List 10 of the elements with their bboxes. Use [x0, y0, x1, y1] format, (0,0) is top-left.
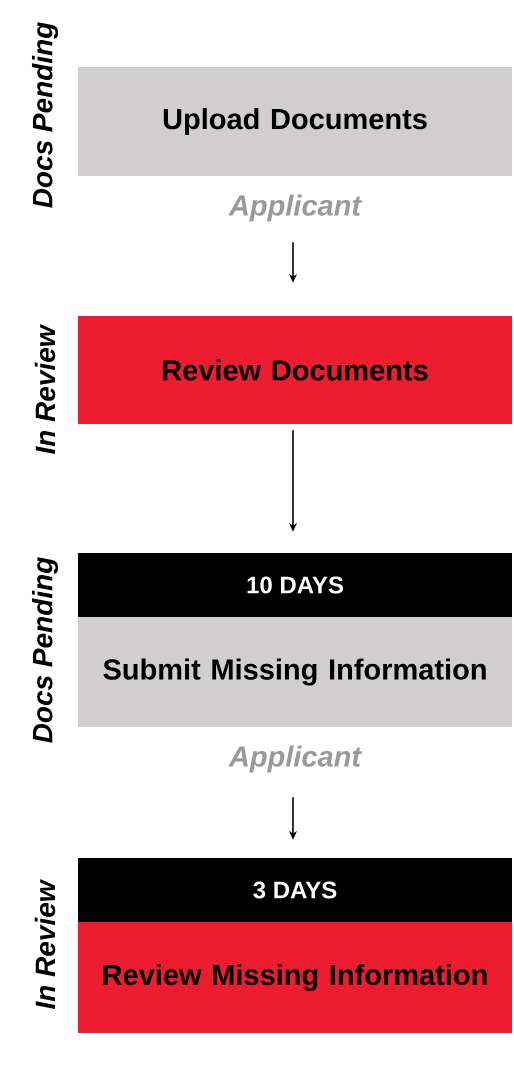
stage-label: In Review [34, 879, 56, 1010]
process-box: 3 DAYS Review Missing Information [78, 858, 512, 1033]
actor-label: Applicant [228, 745, 363, 773]
process-box: Upload Documents [78, 67, 512, 176]
stage-label: Docs Pending [31, 22, 59, 208]
stage-label: Docs Pending [31, 557, 59, 743]
process-box: 10 DAYS Submit Missing Information [78, 553, 512, 727]
process-box: Review Documents [78, 316, 512, 424]
stage-label: In Review [34, 323, 56, 455]
actor-label: Applicant [228, 194, 363, 222]
